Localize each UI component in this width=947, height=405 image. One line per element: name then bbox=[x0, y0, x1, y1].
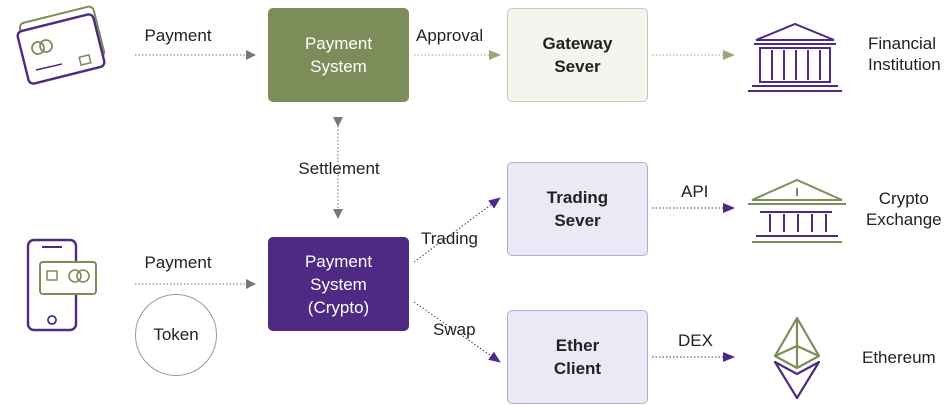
ether-client-text: Ether Client bbox=[553, 336, 602, 378]
payment-system-text: Payment System bbox=[304, 34, 373, 76]
trading-label: Trading bbox=[421, 229, 479, 248]
trading-server-box: Trading Sever bbox=[507, 162, 648, 256]
payment-system-crypto-text: Payment System (Crypto) bbox=[304, 251, 373, 317]
ethereum-label: Ethereum bbox=[862, 348, 936, 367]
api-label: API bbox=[681, 182, 709, 201]
bank-building-icon bbox=[748, 22, 842, 92]
payment-label-bottom: Payment bbox=[144, 253, 212, 272]
swap-label: Swap bbox=[433, 320, 476, 339]
exchange-building-icon bbox=[748, 178, 846, 243]
gateway-server-text: Gateway Sever bbox=[542, 34, 613, 76]
credit-card-icon bbox=[16, 5, 106, 85]
approval-label: Approval bbox=[416, 26, 484, 45]
ether-client-box: Ether Client bbox=[507, 310, 648, 404]
gateway-server-box: Gateway Sever bbox=[507, 8, 648, 102]
arrow-trading bbox=[413, 197, 501, 263]
token-label: Token bbox=[153, 325, 199, 344]
payment-label-top: Payment bbox=[144, 26, 212, 45]
dex-label: DEX bbox=[678, 331, 713, 350]
token-circle: Token bbox=[135, 294, 217, 376]
crypto-exchange-label: Crypto Exchange bbox=[866, 189, 942, 229]
trading-server-text: Trading Sever bbox=[546, 188, 609, 230]
financial-institution-label: Financial Institution bbox=[868, 34, 941, 74]
payment-system-box: Payment System bbox=[268, 8, 409, 102]
payment-system-crypto-box: Payment System (Crypto) bbox=[268, 237, 409, 331]
ethereum-logo-icon bbox=[773, 316, 821, 400]
settlement-label: Settlement bbox=[298, 159, 380, 178]
smartphone-card-icon bbox=[26, 238, 97, 332]
